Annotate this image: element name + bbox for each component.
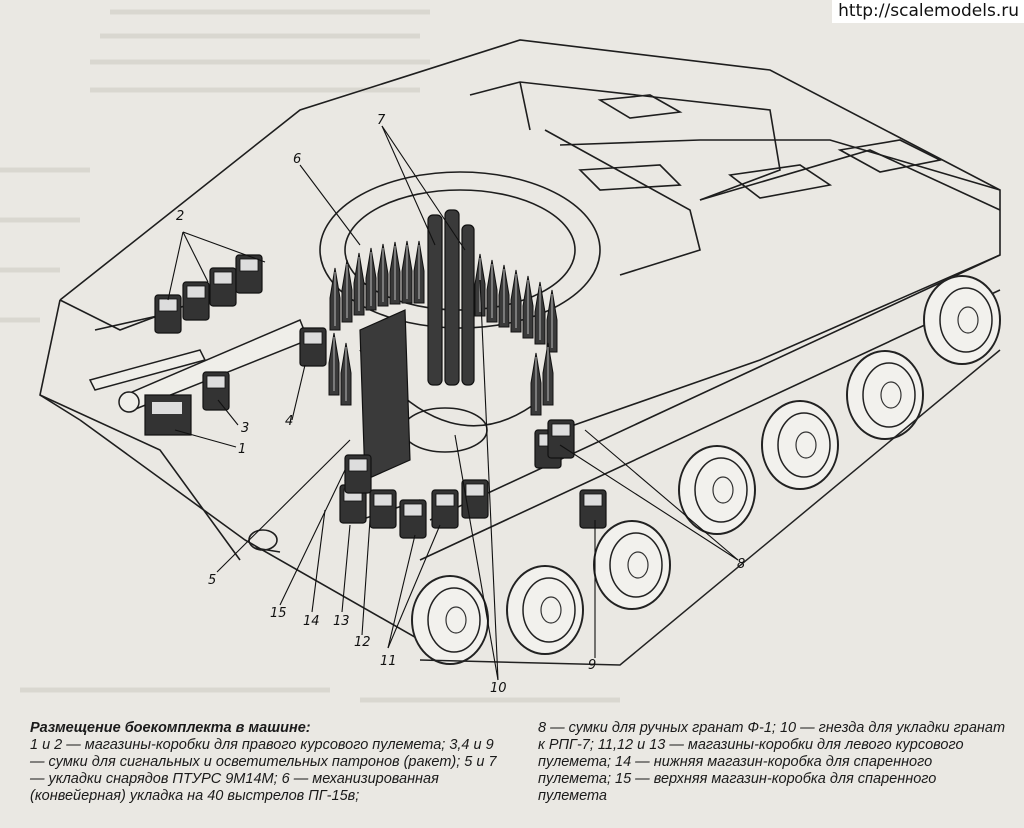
caption-left-text: 1 и 2 — магазины-коробки для правого кур… (30, 737, 497, 804)
caption-title: Размещение боекомплекта в машине: (30, 720, 311, 736)
callout-5: 5 (208, 573, 216, 588)
callout-12: 12 (354, 635, 371, 650)
pouch-3 (202, 371, 230, 411)
figure-caption: Размещение боекомплекта в машине: 1 и 2 … (0, 715, 1024, 828)
callout-9: 9 (588, 658, 596, 673)
callout-10: 10 (490, 681, 507, 696)
caption-right-text: 8 — сумки для ручных гранат Ф-1; 10 — гн… (538, 720, 1006, 804)
callout-2: 2 (176, 209, 184, 224)
road-wheel (593, 520, 671, 610)
ammo-box-group-2 (154, 254, 263, 334)
road-wheel (923, 275, 1001, 365)
vehicle-hull (39, 39, 1001, 641)
caption-left-column: Размещение боекомплекта в машине: 1 и 2 … (30, 720, 510, 805)
pouch-9 (579, 489, 607, 529)
callout-4: 4 (285, 414, 293, 429)
callout-1: 1 (238, 442, 246, 457)
machine-gun-barrel (88, 319, 309, 413)
callout-3: 3 (241, 421, 249, 436)
ammo-box-1 (144, 394, 192, 436)
callout-8: 8 (737, 557, 745, 572)
pouch-4 (299, 327, 327, 367)
callout-7: 7 (377, 113, 386, 128)
callout-11: 11 (380, 654, 397, 669)
callout-14: 14 (303, 614, 320, 629)
watermark: http://scalemodels.ru (832, 0, 1024, 23)
bleed-through-text (0, 9, 620, 703)
callout-15: 15 (270, 606, 287, 621)
leader-lines (167, 125, 739, 681)
vehicle-diagram: 1 2 3 4 5 6 7 8 9 10 11 12 13 14 15 (0, 9, 1001, 703)
road-wheel (678, 445, 756, 535)
road-wheel (506, 565, 584, 655)
grenade-pouch-8 (534, 419, 575, 469)
callout-6: 6 (293, 152, 301, 167)
callouts: 1 2 3 4 5 6 7 8 9 10 11 12 13 14 15 (176, 113, 745, 696)
atgm-stowage (359, 209, 475, 481)
track-line (419, 349, 1001, 666)
ammo-box-group-11 (399, 479, 489, 539)
road-wheel (761, 400, 839, 490)
road-wheel (411, 575, 489, 665)
running-gear (411, 275, 1001, 666)
caption-right-column: 8 — сумки для ручных гранат Ф-1; 10 — гн… (538, 720, 1008, 805)
road-wheel (846, 350, 924, 440)
callout-13: 13 (333, 614, 350, 629)
